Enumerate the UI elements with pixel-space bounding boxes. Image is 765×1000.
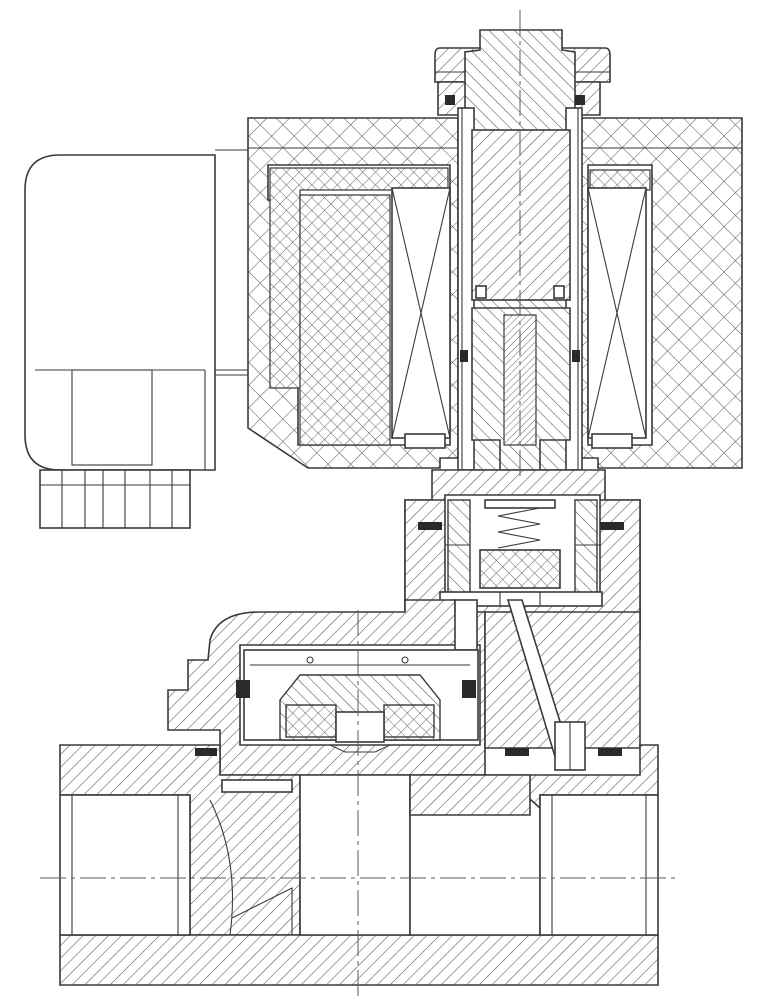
- solenoid-coil-right: [587, 187, 647, 449]
- solenoid-coil-left: [391, 187, 451, 449]
- valve-body: [59, 744, 659, 986]
- diaphragm-assembly: [236, 649, 479, 753]
- outlet-port: [539, 794, 659, 936]
- connector-housing: [24, 149, 251, 471]
- center-lines: [40, 10, 680, 1000]
- cable-gland: [39, 469, 191, 529]
- pilot-spring: [484, 499, 556, 549]
- inlet-port: [59, 794, 293, 936]
- fixed-core: [471, 129, 571, 301]
- pilot-seat: [439, 549, 603, 607]
- pilot-passage: [454, 599, 586, 771]
